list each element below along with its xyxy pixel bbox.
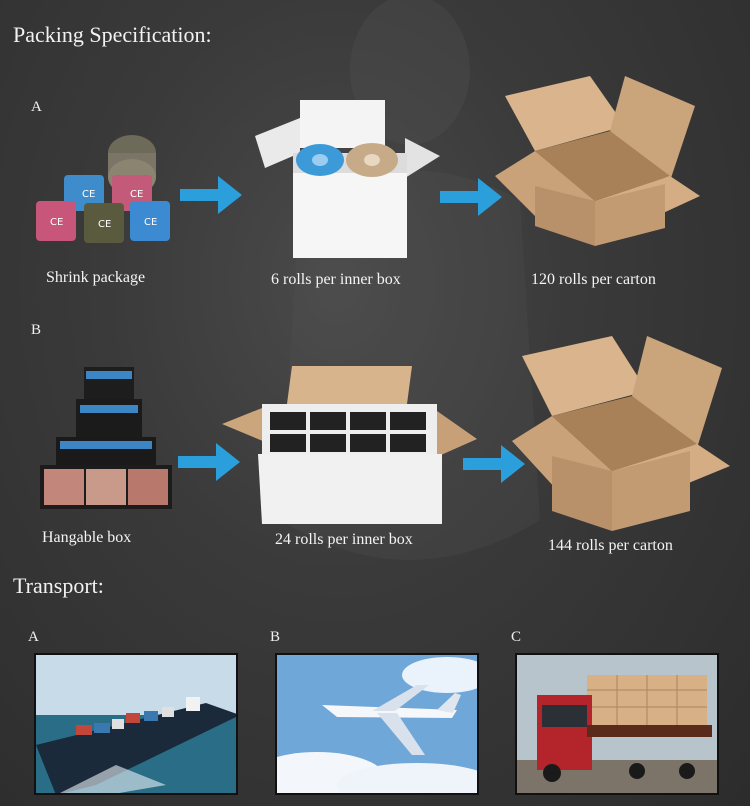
transport-c-letter: C [511, 629, 522, 645]
svg-text:CE: CE [130, 189, 143, 200]
hangable-box-image [36, 365, 176, 510]
arrow-right-icon [180, 176, 244, 214]
carton-120-caption: 120 rolls per carton [531, 271, 656, 288]
svg-text:CE: CE [50, 217, 63, 228]
shrink-package-rolls-image: CE CE CE CE CE [30, 133, 180, 248]
transport-a-letter: A [28, 629, 39, 645]
svg-text:CE: CE [144, 217, 157, 228]
arrow-right-icon [463, 445, 527, 483]
svg-text:CE: CE [98, 219, 111, 230]
cargo-ship-photo [34, 653, 238, 795]
shrink-package-caption: Shrink package [46, 269, 146, 286]
packing-title: Packing Specification: [13, 22, 212, 47]
packing-option-b-letter: B [31, 322, 42, 338]
inner-box-6-rolls-image [255, 98, 440, 258]
transport-title: Transport: [13, 573, 104, 598]
carton-120-rolls-image [495, 66, 705, 246]
arrow-right-icon [440, 178, 504, 216]
inner-box-24-rolls-image [222, 364, 482, 529]
svg-text:CE: CE [82, 189, 95, 200]
inner-box-24-caption: 24 rolls per inner box [275, 531, 413, 548]
arrow-right-icon [178, 443, 242, 481]
carton-144-caption: 144 rolls per carton [548, 537, 673, 554]
airplane-photo [275, 653, 479, 795]
packing-option-a-letter: A [31, 99, 42, 115]
truck-photo [515, 653, 719, 795]
inner-box-6-caption: 6 rolls per inner box [271, 271, 401, 288]
carton-144-rolls-image [512, 326, 732, 536]
transport-b-letter: B [270, 629, 281, 645]
hangable-box-caption: Hangable box [42, 529, 132, 546]
